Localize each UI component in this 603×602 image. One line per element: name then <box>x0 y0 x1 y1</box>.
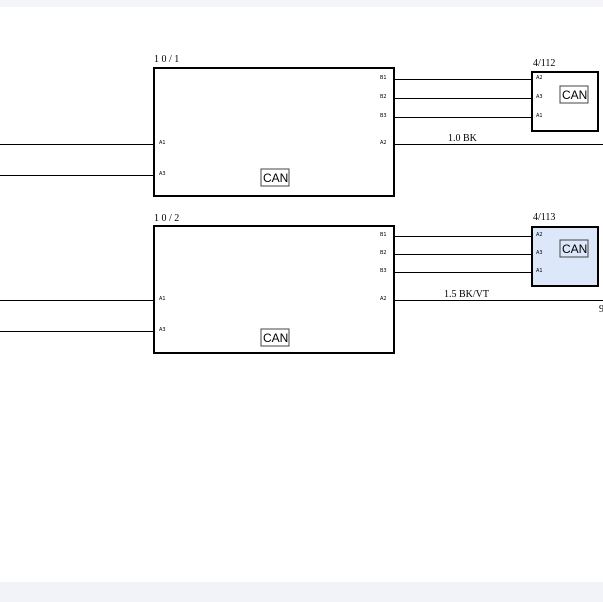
pin-label: A1 <box>159 140 166 146</box>
connector-box[interactable] <box>531 71 599 132</box>
connector-box-highlighted[interactable] <box>531 226 599 287</box>
edge-fragment-text: 9 <box>599 304 603 315</box>
pin-label: B1 <box>380 75 387 81</box>
pin-label: B1 <box>380 232 387 238</box>
diagram-sheet: 1 0 / 1 B1 B2 B3 A2 A1 A3 CAN 1.0 BK 4/1… <box>0 7 603 582</box>
module-box[interactable] <box>153 225 395 354</box>
can-label: CAN <box>263 171 288 185</box>
can-label: CAN <box>562 242 587 256</box>
pin-label: B3 <box>380 268 387 274</box>
pin-label: B3 <box>380 113 387 119</box>
wire-label: 1.0 BK <box>448 133 478 144</box>
pin-label: A2 <box>536 232 543 238</box>
module-box[interactable] <box>153 67 395 197</box>
pin-label: A1 <box>536 113 543 119</box>
pin-label: A1 <box>536 268 543 274</box>
module-group-2: 1 0 / 2 B1 B2 B3 A2 A1 A3 CAN 1.5 BK/VT … <box>0 212 603 354</box>
module-label: 1 0 / 1 <box>154 54 179 65</box>
pin-label: A2 <box>536 75 543 81</box>
can-badge <box>260 168 290 187</box>
bottom-strip <box>0 582 603 602</box>
can-label: CAN <box>562 88 587 102</box>
pin-label: B2 <box>380 250 387 256</box>
connector-label: 4/113 <box>533 212 555 223</box>
pin-label: A3 <box>159 327 166 333</box>
can-badge <box>559 85 589 104</box>
pin-label: A3 <box>159 171 166 177</box>
wiring-diagram: 1 0 / 1 B1 B2 B3 A2 A1 A3 CAN 1.0 BK 4/1… <box>0 54 603 354</box>
module-group-1: 1 0 / 1 B1 B2 B3 A2 A1 A3 CAN 1.0 BK 4/1… <box>0 54 603 197</box>
can-badge <box>559 239 589 258</box>
module-label: 1 0 / 2 <box>154 213 179 224</box>
pin-label: A3 <box>536 94 543 100</box>
pin-label: A2 <box>380 140 387 146</box>
pin-label: A3 <box>536 250 543 256</box>
can-badge <box>260 328 290 347</box>
pin-label: A1 <box>159 296 166 302</box>
pin-label: B2 <box>380 94 387 100</box>
pin-label: A2 <box>380 296 387 302</box>
wire-label: 1.5 BK/VT <box>444 289 489 300</box>
connector-label: 4/112 <box>533 58 555 69</box>
can-label: CAN <box>263 331 288 345</box>
